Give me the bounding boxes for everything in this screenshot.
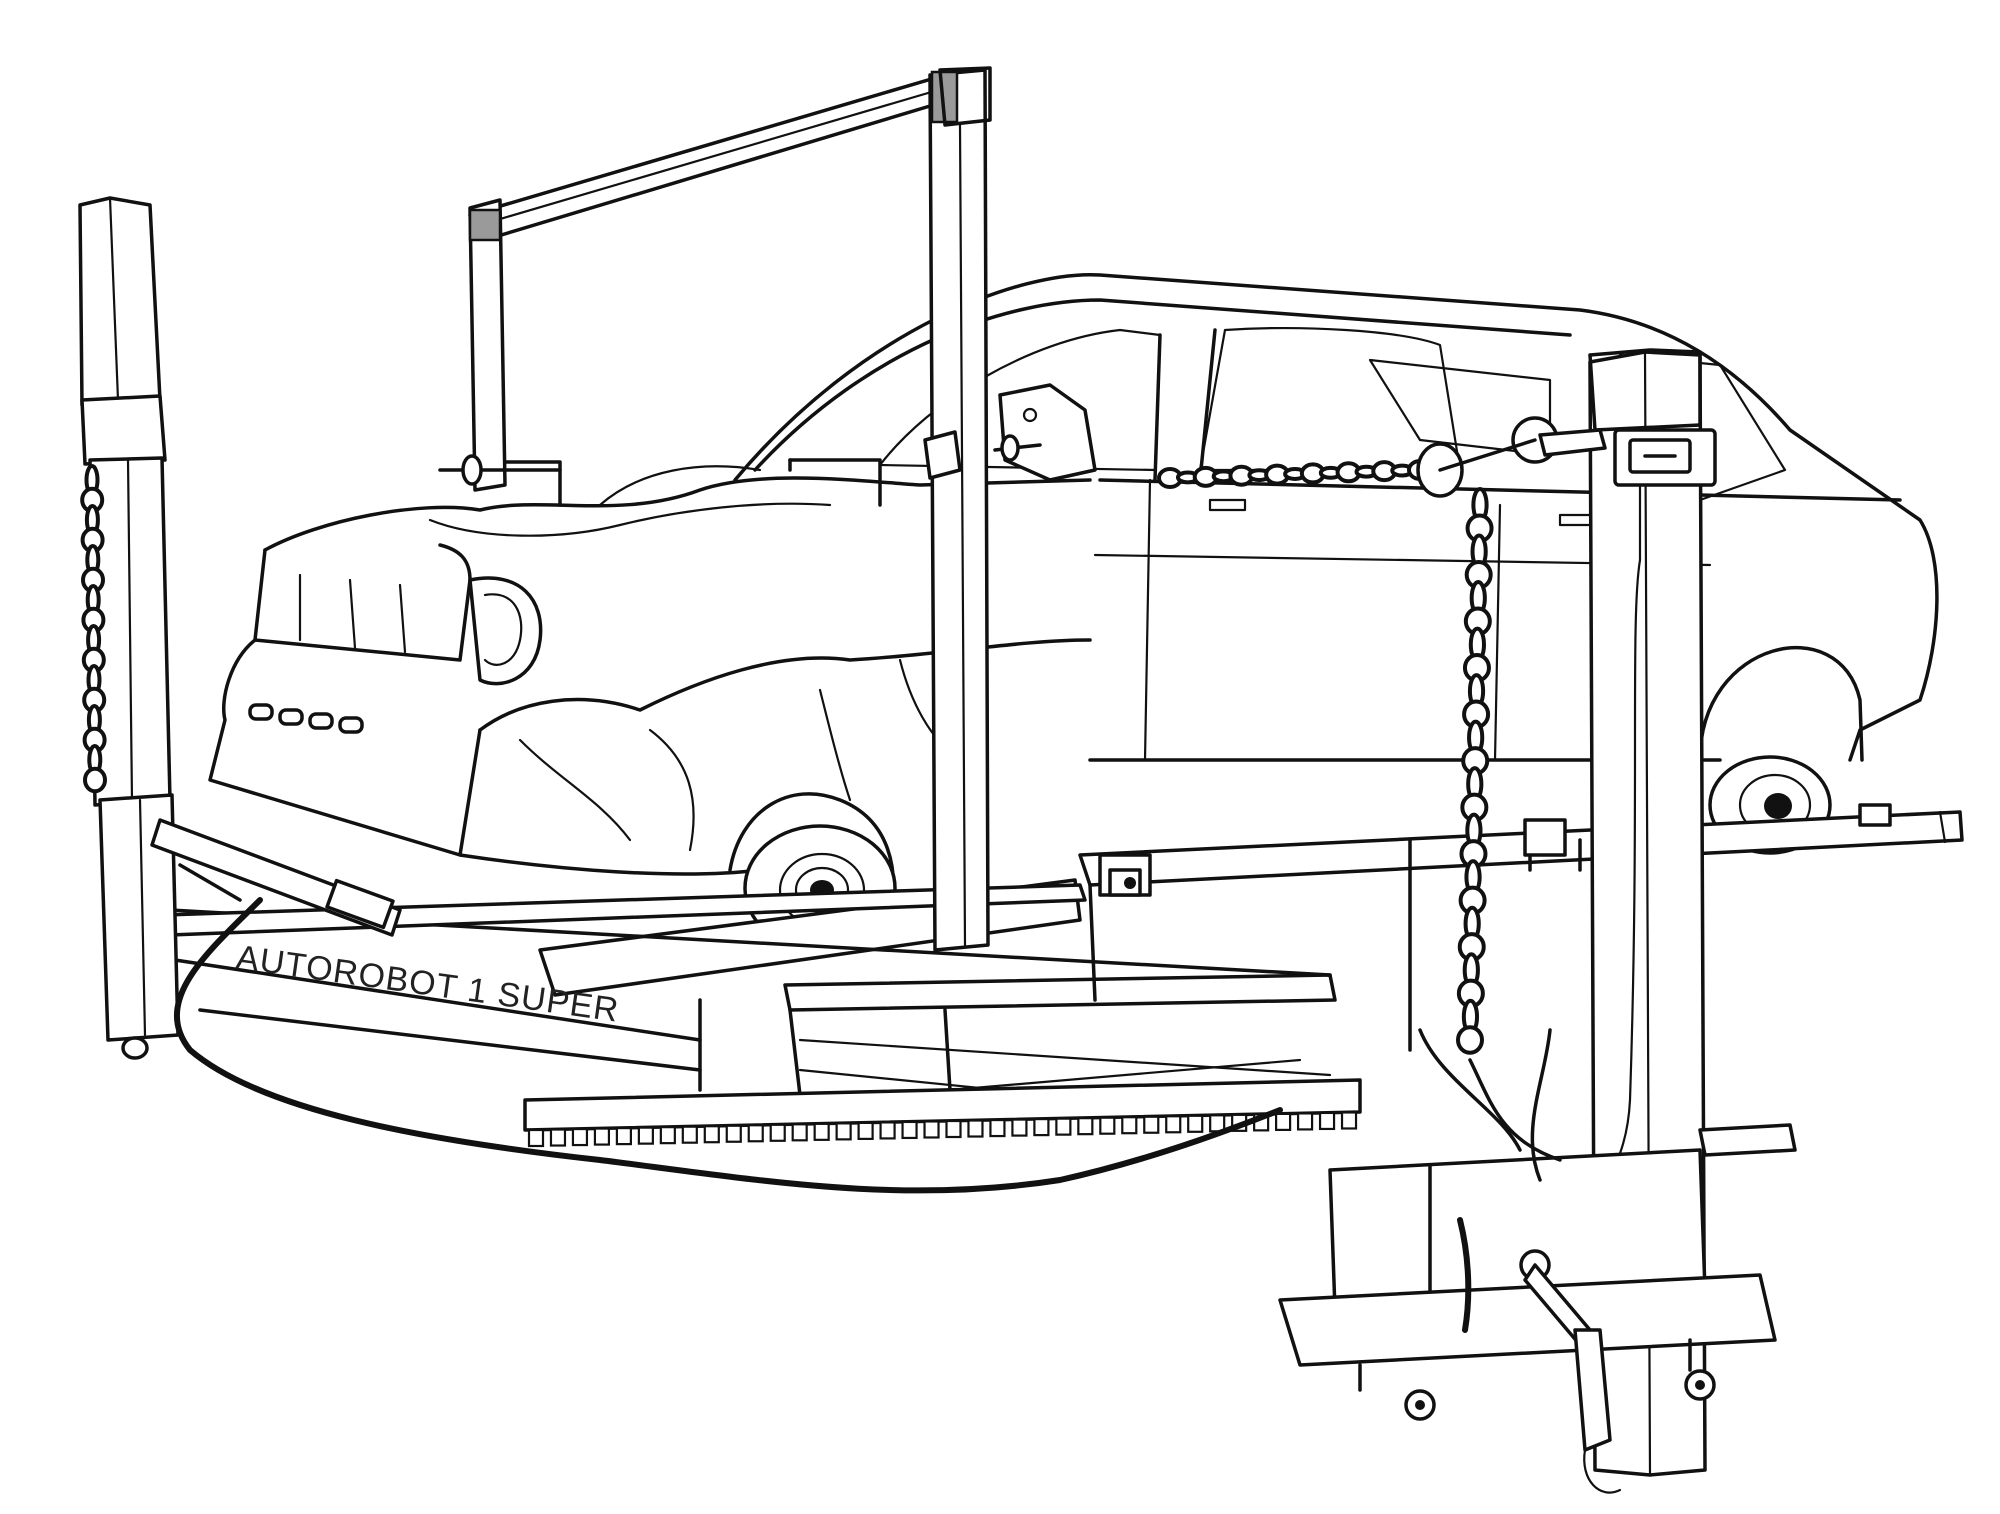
overhead-gantry bbox=[438, 66, 1097, 952]
rack-tooth bbox=[681, 1125, 698, 1144]
rack-tooth bbox=[1275, 1112, 1292, 1131]
rack-tooth bbox=[1055, 1117, 1072, 1136]
rack-tooth bbox=[945, 1119, 962, 1139]
rack-tooth bbox=[1340, 1111, 1358, 1130]
rack-tooth bbox=[989, 1118, 1006, 1138]
toothed-rack bbox=[523, 1078, 1362, 1148]
rack-tooth bbox=[1165, 1115, 1182, 1134]
rack-tooth bbox=[1011, 1118, 1028, 1137]
rack-tooth bbox=[923, 1120, 940, 1139]
rack-tooth bbox=[1077, 1117, 1094, 1136]
rack-tooth bbox=[1296, 1112, 1314, 1131]
rack-tooth bbox=[1143, 1115, 1160, 1134]
rack-tooth bbox=[1099, 1116, 1116, 1135]
rack-tooth bbox=[1033, 1118, 1050, 1137]
rack-tooth bbox=[967, 1119, 984, 1138]
rack-tooth bbox=[857, 1121, 874, 1140]
rack-tooth bbox=[725, 1124, 742, 1143]
rack-tooth bbox=[879, 1121, 896, 1140]
rack-tooth bbox=[1187, 1114, 1204, 1133]
rack-tooth bbox=[527, 1128, 545, 1148]
car-body bbox=[733, 272, 1939, 855]
pulling-chain bbox=[1157, 416, 1607, 1182]
left-pulling-post bbox=[78, 196, 1283, 1194]
rack-tooth bbox=[659, 1126, 676, 1145]
rack-tooth bbox=[835, 1122, 852, 1141]
pulling-tower bbox=[1278, 348, 1797, 1494]
rack-tooth bbox=[769, 1123, 786, 1142]
rack-tooth bbox=[813, 1122, 830, 1141]
chain-link bbox=[1456, 1025, 1484, 1055]
rack-tooth bbox=[1318, 1111, 1336, 1131]
rack-tooth bbox=[549, 1128, 567, 1147]
rack-tooth bbox=[593, 1127, 611, 1146]
rack-tooth bbox=[637, 1126, 654, 1145]
rack-tooth bbox=[747, 1124, 764, 1143]
rack-tooth bbox=[571, 1127, 589, 1147]
rack-tooth bbox=[1121, 1116, 1138, 1135]
rack-tooth bbox=[615, 1127, 632, 1146]
rack-tooth bbox=[703, 1125, 720, 1144]
rack-tooth bbox=[791, 1123, 808, 1142]
chain-link bbox=[83, 766, 107, 794]
rack-tooth bbox=[901, 1120, 918, 1140]
